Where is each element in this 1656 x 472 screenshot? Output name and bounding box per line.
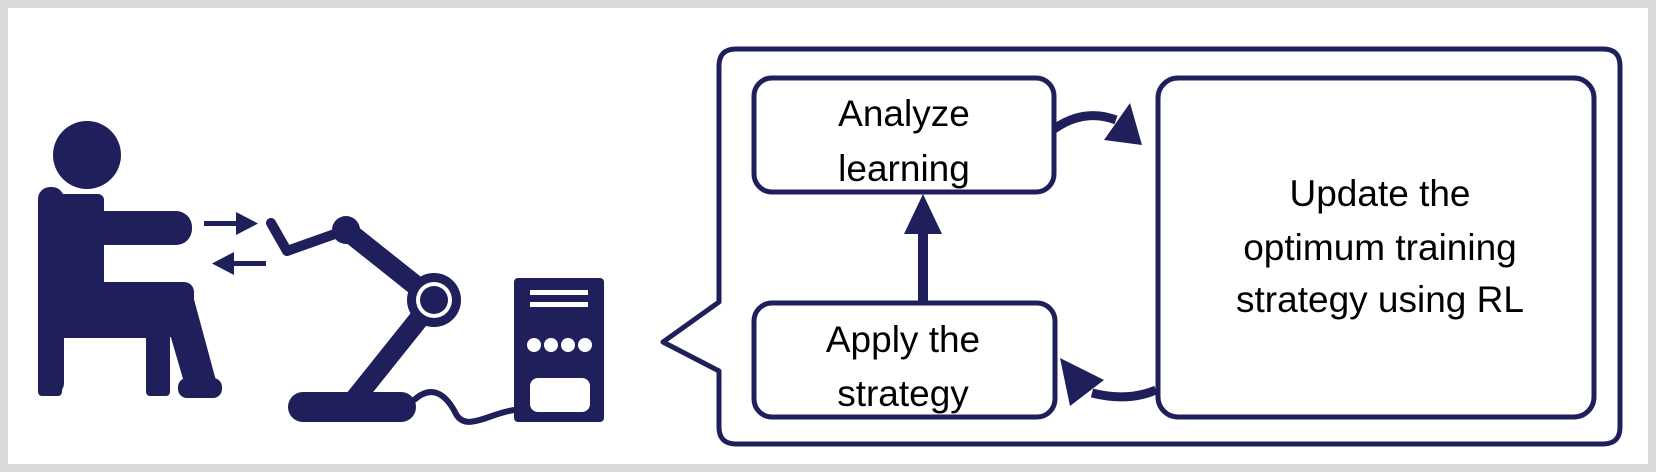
computer-tower-icon [514,278,604,422]
robot-arm-icon [266,216,517,425]
arrow-update-to-apply [1060,358,1158,406]
arrow-apply-to-analyze [904,194,942,304]
apply-line-2: strategy [837,373,969,414]
update-strategy-box: Update the optimum training strategy usi… [1155,75,1597,420]
update-line-3: strategy using RL [1236,279,1524,320]
update-line-1: Update the [1289,173,1470,214]
analyze-line-2: learning [838,148,970,189]
apply-strategy-box: Apply the strategy [751,300,1058,420]
update-line-2: optimum training [1243,227,1517,268]
apply-line-1: Apply the [826,319,980,360]
arrow-analyze-to-update [1051,103,1142,145]
seated-person-icon [38,121,222,398]
bidirectional-arrows-icon [204,212,266,275]
analyze-learning-box: Analyze learning [751,75,1057,195]
diagram-canvas: Analyze learning Apply the strategy Upda… [8,8,1648,464]
diagram-svg: Analyze learning Apply the strategy Upda… [38,46,1623,447]
analyze-line-1: Analyze [838,93,970,134]
